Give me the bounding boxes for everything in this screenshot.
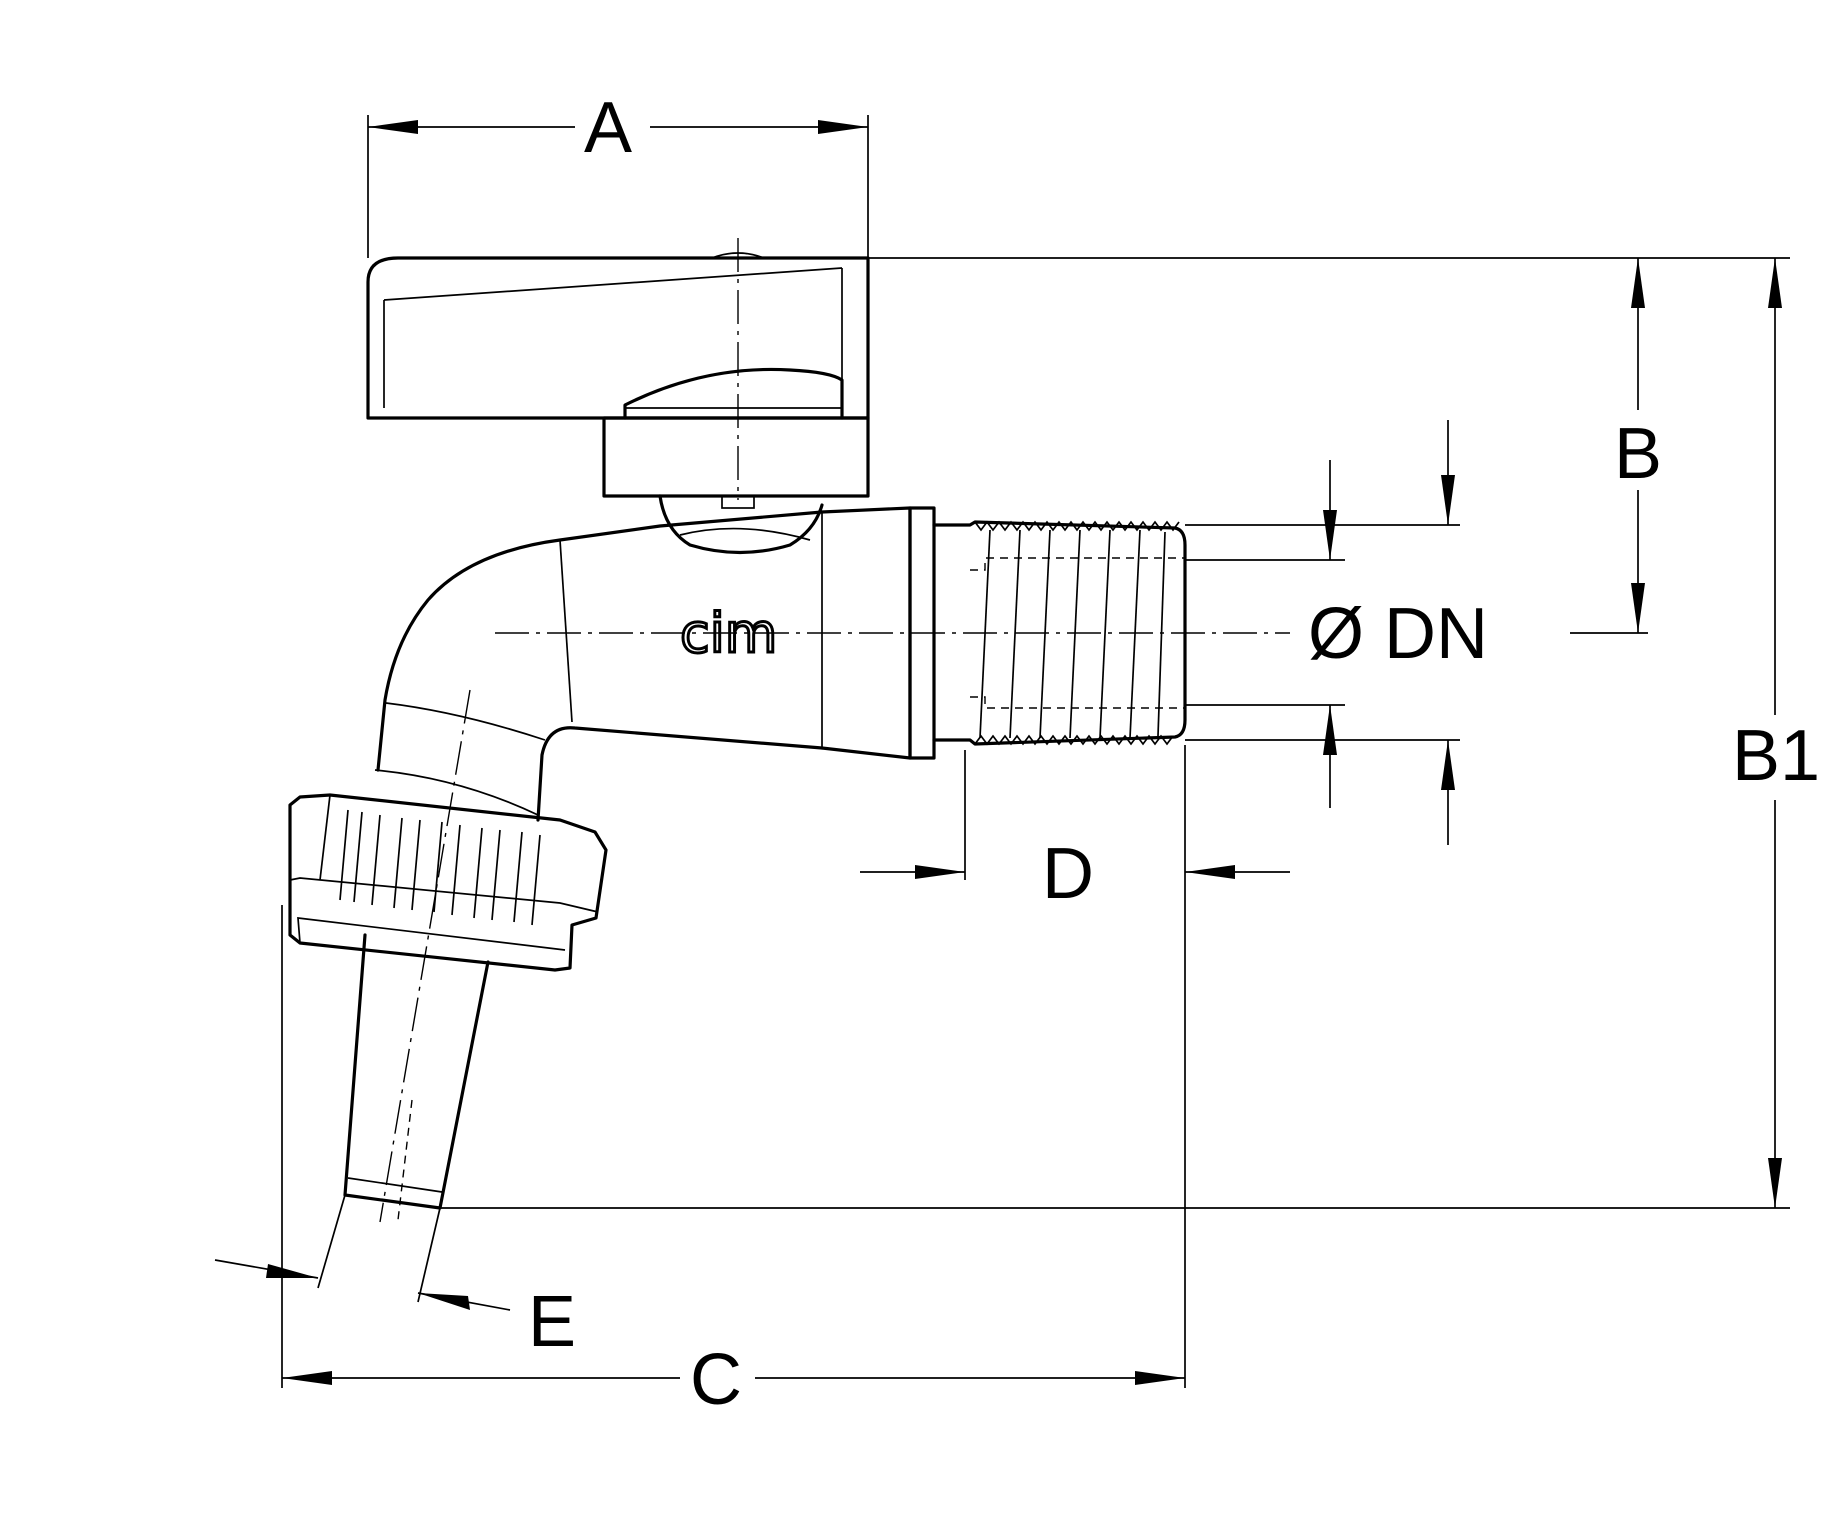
threaded-connector [932,520,1187,746]
label-A: A [584,88,632,168]
coupling-nut [288,793,608,972]
dimension-D: D [860,745,1290,1388]
label-C: C [690,1340,742,1420]
label-DN: Ø DN [1308,594,1488,674]
label-D: D [1042,834,1094,914]
dimension-B: B [1570,258,1662,634]
dimension-DN: Ø DN [1185,420,1488,845]
label-B1: B1 [1732,716,1820,796]
valve-stem [602,416,870,555]
label-B: B [1614,414,1662,494]
dimension-A: A [367,88,869,258]
valve-body [374,506,936,822]
hose-nozzle [343,933,490,1221]
lever-handle [366,252,870,420]
centerlines [379,238,1290,1223]
dimension-C: C [281,905,1185,1420]
label-E: E [528,1282,576,1362]
dimension-B1: B1 [440,258,1820,1209]
dimension-E: E [214,1194,576,1362]
brand-logo: cim [680,602,777,665]
